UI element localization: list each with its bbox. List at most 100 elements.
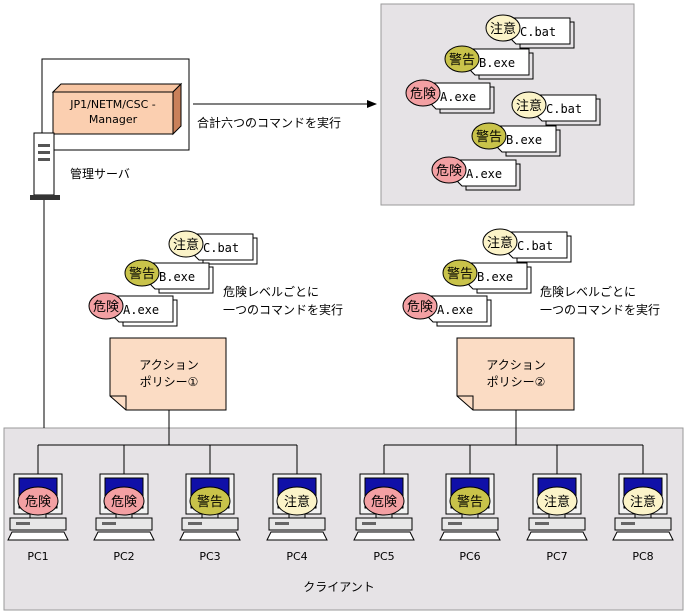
policy-1-command-3-level-badge: 危険	[88, 292, 124, 320]
client-level-label: 注意	[284, 494, 310, 510]
client-pc: 警告 PC3	[179, 473, 241, 563]
result-command-1-file-name: C.bat	[520, 25, 556, 39]
policy-1-commands: C.bat 注意 B.exe 警告 A.exe 危険	[88, 230, 258, 327]
result-command-3-level-label: 危険	[410, 87, 436, 102]
result-command-4: C.bat 注意	[511, 91, 601, 126]
client-level-label: 危険	[111, 495, 137, 510]
result-command-6: A.exe 危険	[431, 156, 521, 191]
result-command-5-file: B.exe	[497, 125, 561, 157]
policy-2-note-line-1: 危険レベルごとに	[540, 284, 636, 299]
result-command-2-level-badge: 警告	[444, 45, 480, 73]
policy-1-command-1-file: C.bat	[194, 233, 258, 265]
policy-1-command-3-file: A.exe	[114, 295, 178, 327]
client-name: PC1	[27, 550, 48, 563]
client-level-label: 警告	[197, 494, 223, 510]
client-level-label: 警告	[457, 494, 483, 510]
policy-2-note-line-2: 一つのコマンドを実行	[540, 302, 660, 317]
policy-2-command-2-file-name: B.exe	[477, 270, 513, 284]
policy-1-command-3: A.exe 危険	[88, 292, 178, 327]
policy-1-note-line-1: 危険レベルごとに	[223, 284, 319, 299]
policy-2-command-1-file: C.bat	[508, 231, 572, 263]
policy-2-command-2-level-badge: 警告	[442, 259, 478, 287]
result-commands: C.bat注意B.exe警告A.exe危険C.bat注意B.exe警告A.exe…	[405, 14, 601, 191]
execution-arrow-label: 合計六つのコマンドを実行	[197, 115, 341, 130]
policy-2-command-3-level-label: 危険	[407, 300, 433, 315]
client-level-badge: 危険	[103, 486, 145, 516]
action-policy-1: アクション ポリシー①	[109, 337, 227, 411]
result-command-4-level-badge: 注意	[511, 91, 547, 119]
result-command-6-level-label: 危険	[436, 164, 462, 179]
client-level-label: 危険	[25, 495, 51, 510]
policy-1-command-1-level-badge: 注意	[168, 230, 204, 258]
policy-1-command-1-level-label: 注意	[173, 237, 199, 253]
policy-1-command-1: C.bat 注意	[168, 230, 258, 265]
result-command-2-level-label: 警告	[449, 52, 475, 68]
client-level-label: 危険	[371, 495, 397, 510]
policy-1-command-2-level-label: 警告	[129, 266, 155, 282]
result-command-4-level-label: 注意	[516, 98, 542, 114]
result-command-5-level-badge: 警告	[471, 122, 507, 150]
result-command-3-file: A.exe	[431, 82, 495, 114]
client-pc: 注意 PC8	[612, 473, 674, 563]
policy-2-command-2-file: B.exe	[468, 262, 532, 294]
result-command-1-level-label: 注意	[490, 21, 516, 37]
policy-1-command-2-level-badge: 警告	[124, 259, 160, 287]
policy-2-line-2: ポリシー②	[487, 375, 546, 389]
client-pc: 危険 PC1	[7, 473, 69, 563]
policy-2-command-3: A.exe 危険	[402, 292, 492, 327]
result-command-1: C.bat 注意	[485, 14, 575, 49]
client-level-label: 注意	[630, 494, 656, 510]
client-name: PC3	[199, 550, 220, 563]
client-level-label: 注意	[544, 494, 570, 510]
client-level-badge: 危険	[17, 486, 59, 516]
policy-2-command-1-level-label: 注意	[487, 235, 513, 251]
result-command-6-file: A.exe	[457, 159, 521, 191]
result-command-3-file-name: A.exe	[440, 90, 476, 104]
client-area-label: クライアント	[303, 580, 375, 594]
client-level-badge: 警告	[449, 486, 491, 516]
result-command-4-file: C.bat	[537, 94, 601, 126]
policy-2-command-2: B.exe 警告	[442, 259, 532, 294]
policy-2-line-1: アクション	[486, 358, 545, 372]
network-lines	[37, 410, 644, 478]
policy-1-command-3-level-label: 危険	[93, 300, 119, 315]
policy-2-command-1-level-badge: 注意	[482, 228, 518, 256]
policy-2-command-2-level-label: 警告	[447, 266, 473, 282]
policy-2-command-3-file-name: A.exe	[437, 303, 473, 317]
policy-1-note-line-2: 一つのコマンドを実行	[223, 302, 343, 317]
result-command-6-file-name: A.exe	[466, 167, 502, 181]
result-command-4-file-name: C.bat	[546, 102, 582, 116]
result-command-3-level-badge: 危険	[405, 79, 441, 107]
policy-1-line-1: アクション	[139, 358, 198, 372]
client-level-badge: 警告	[189, 486, 231, 516]
policy-1-command-3-file-name: A.exe	[123, 303, 159, 317]
client-name: PC5	[373, 550, 394, 563]
result-command-2-file-name: B.exe	[479, 56, 515, 70]
manager-product-line-1: JP1/NETM/CSC -	[69, 98, 156, 111]
client-name: PC8	[632, 550, 653, 563]
policy-1-command-2-file-name: B.exe	[159, 270, 195, 284]
result-command-6-level-badge: 危険	[431, 156, 467, 184]
client-pc: 注意 PC7	[526, 473, 588, 563]
manager-product-block: JP1/NETM/CSC - Manager	[51, 82, 183, 136]
policy-1-command-1-file-name: C.bat	[203, 241, 239, 255]
client-level-badge: 注意	[622, 486, 664, 516]
result-command-1-file: C.bat	[511, 17, 575, 49]
client-level-badge: 危険	[363, 486, 405, 516]
result-command-3: A.exe 危険	[405, 79, 495, 114]
client-name: PC7	[546, 550, 567, 563]
result-command-5-file-name: B.exe	[506, 133, 542, 147]
policy-1-line-2: ポリシー①	[140, 375, 199, 389]
client-pc: 危険 PC5	[353, 473, 415, 563]
policy-2-command-3-level-badge: 危険	[402, 292, 438, 320]
client-level-badge: 注意	[276, 486, 318, 516]
result-command-2-file: B.exe	[470, 48, 534, 80]
client-name: PC2	[113, 550, 134, 563]
policy-2-command-3-file: A.exe	[428, 295, 492, 327]
